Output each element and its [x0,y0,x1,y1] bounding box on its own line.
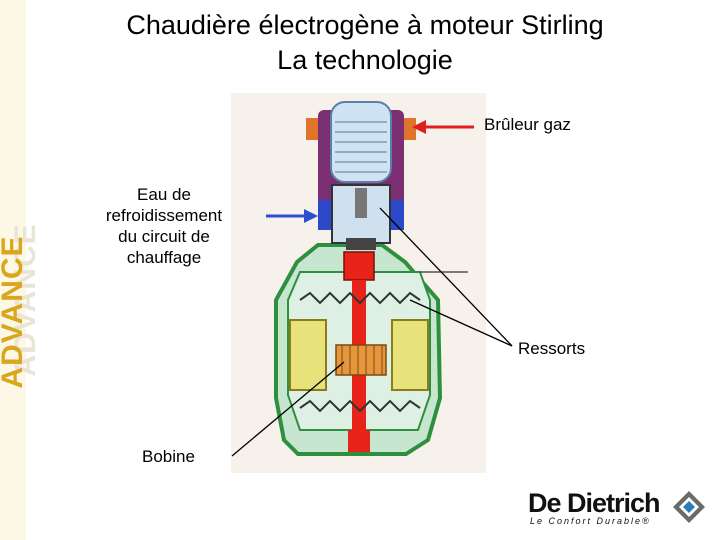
label-coil: Bobine [142,447,195,466]
burner-left-tab [306,118,318,140]
coil-left [289,319,327,391]
sidebar-banner: ADVANCE ADVANCE [0,0,42,540]
springs-leader-2 [409,299,513,347]
coil-leader [231,361,345,457]
page-title: Chaudière électrogène à moteur Stirling … [40,8,690,78]
cooling-arrow-head [304,209,318,223]
spring-lower [299,399,421,413]
burner-arrow-head [412,120,426,134]
burner-right-tab [404,118,416,140]
label-cooling-line-1: Eau de [137,185,191,204]
label-cooling-line-4: chauffage [126,248,202,267]
cooling-jacket-left [318,200,332,230]
label-burner: Brûleur gaz [484,115,571,134]
bobine-core [335,344,387,376]
label-cooling-line-3: du circuit de [118,227,210,246]
coil-right [391,319,429,391]
logo-name: De Dietrich [528,488,661,518]
burner-lines [335,121,387,173]
de-dietrich-logo: De Dietrich Le Confort Durable® [528,488,661,526]
springs-leader-1 [379,207,513,347]
label-springs: Ressorts [518,339,586,358]
piston-foot [348,430,370,452]
label-cooling-line-2: refroidissement [105,206,223,225]
logo-diamond-icon [673,491,705,523]
piston-block [343,251,375,281]
spring-upper [299,291,421,305]
title-line-1: Chaudière électrogène à moteur Stirling [126,10,604,40]
displacer-rod-top [355,188,367,218]
bobine-windings [341,345,383,375]
logo-tagline: Le Confort Durable® [530,516,651,526]
title-line-2: La technologie [277,45,453,75]
displacer-base [346,238,376,250]
label-cooling-water: Eau de refroidissement du circuit de cha… [86,184,242,268]
